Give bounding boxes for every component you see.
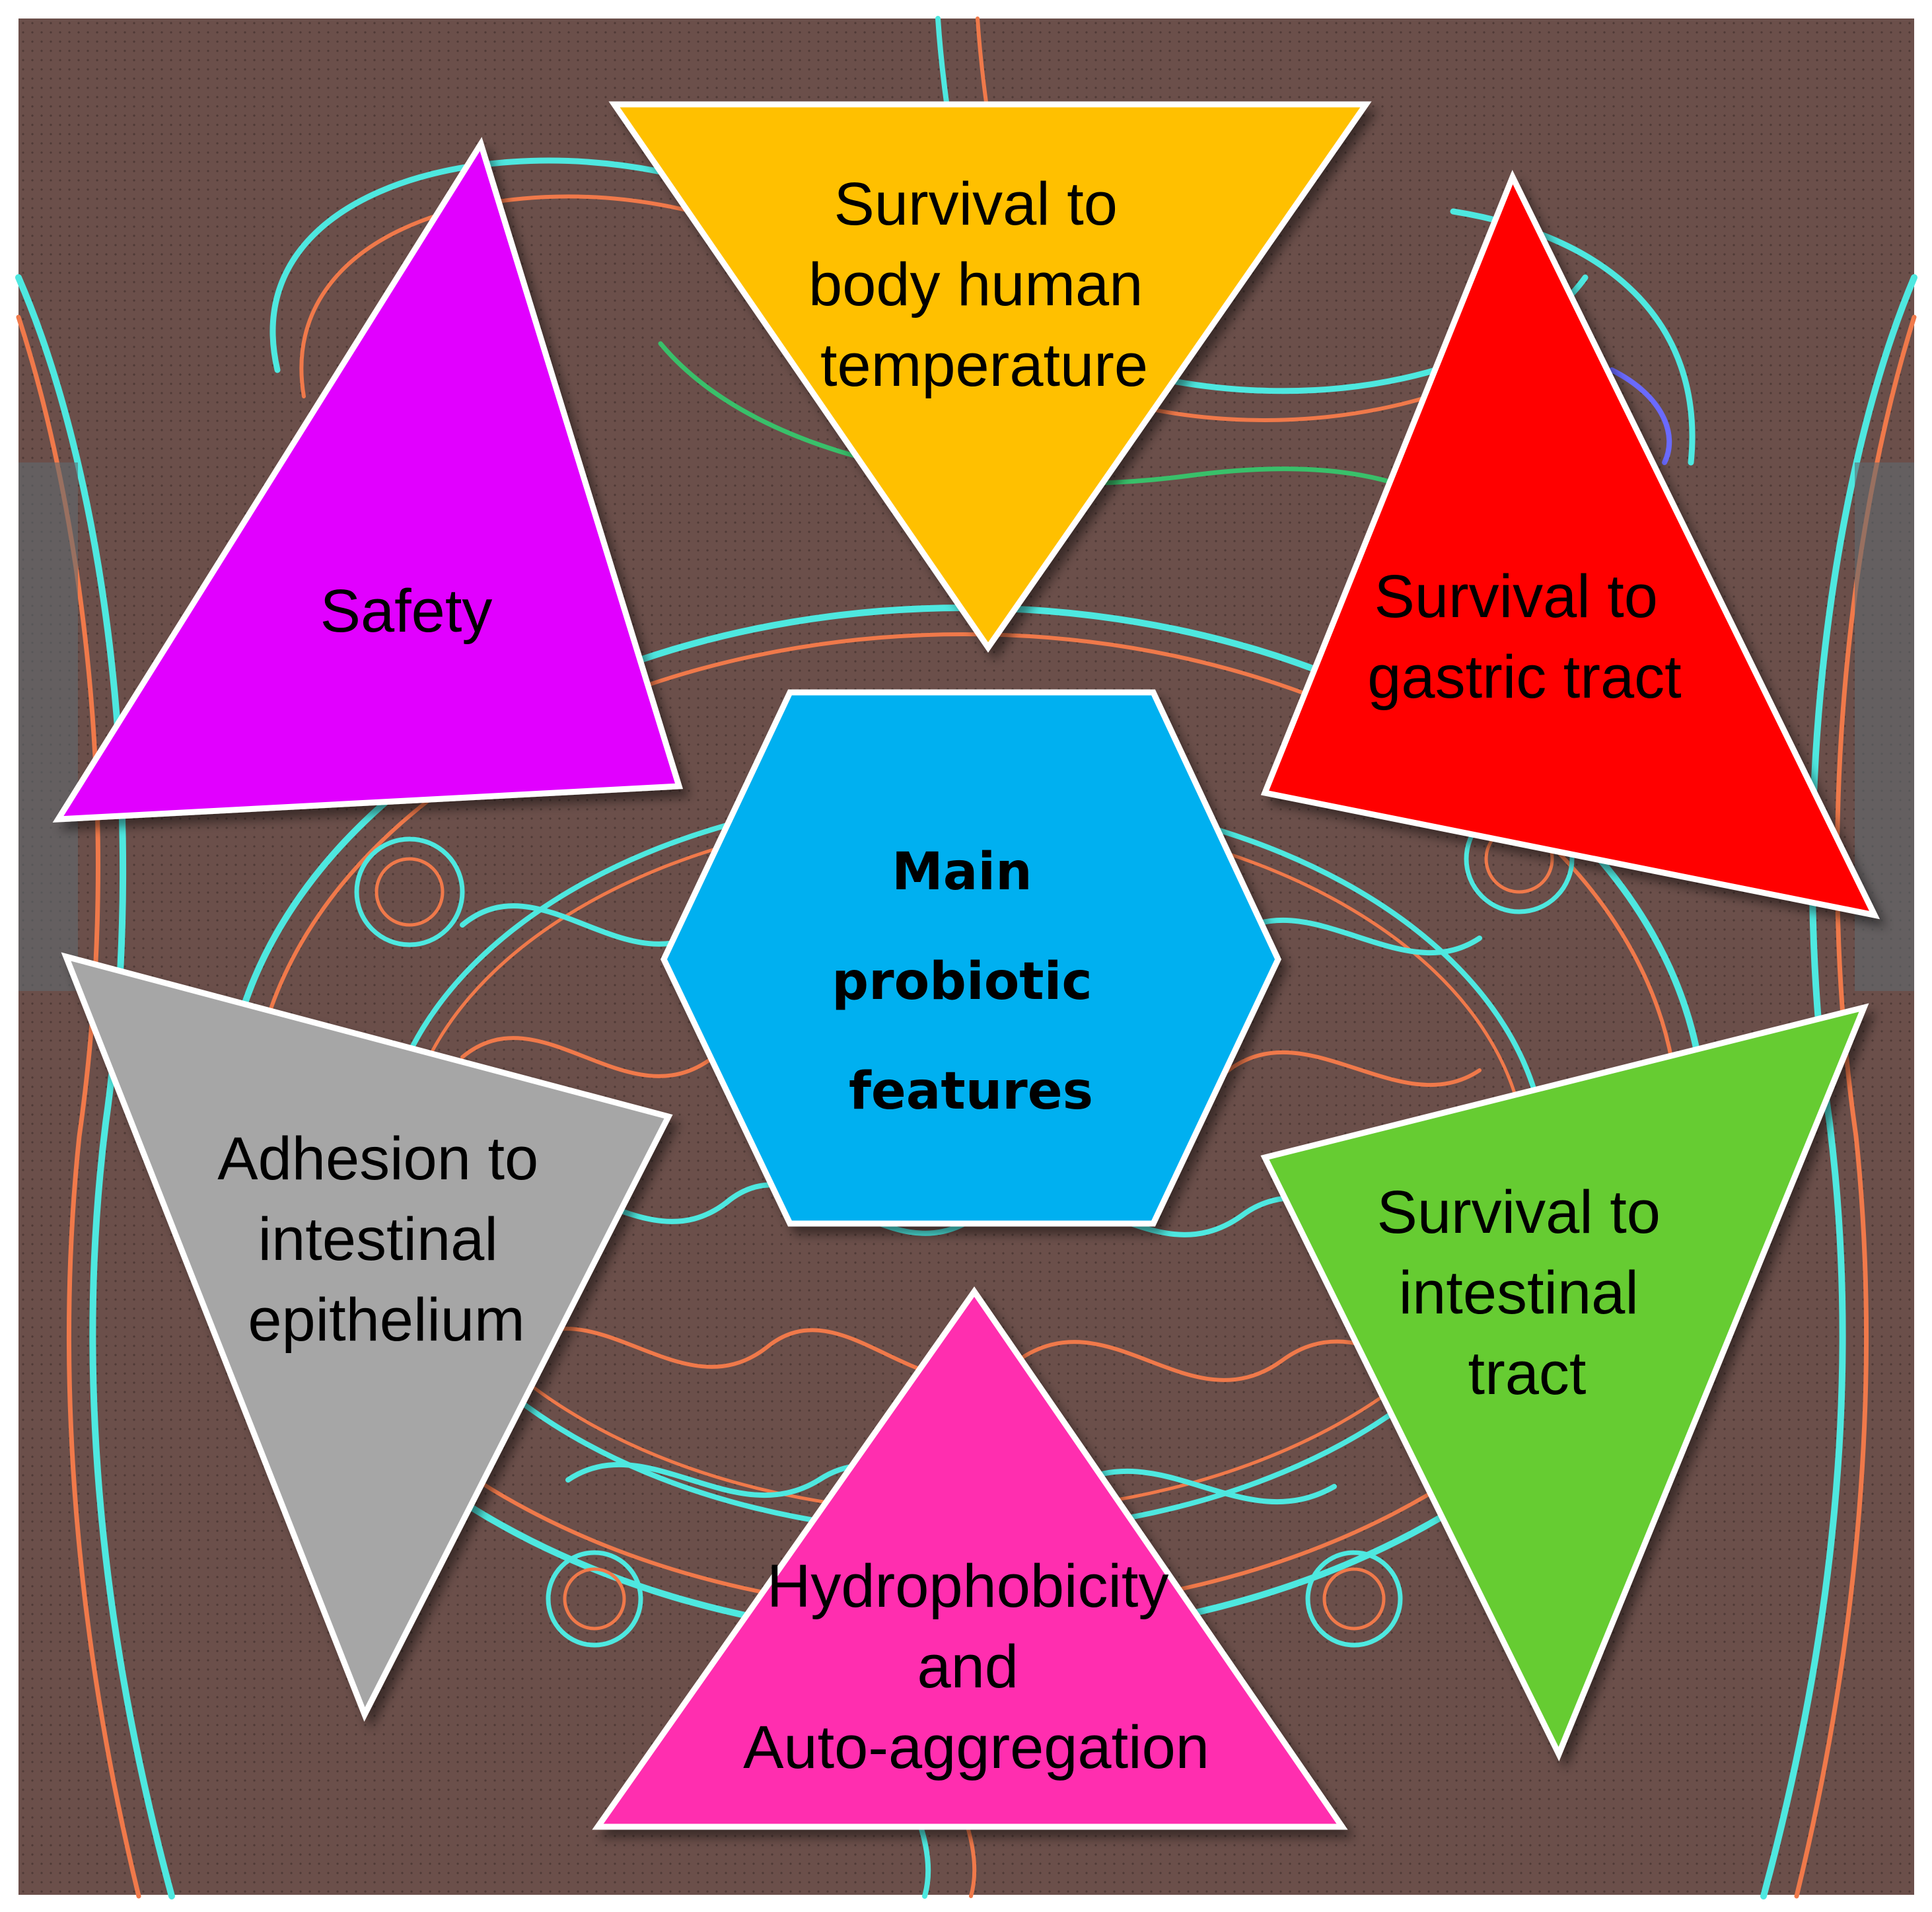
feature-gastric: Survival to gastric tract	[1260, 169, 1880, 920]
adhesion-label: Adhesion to intestinal epithelium	[217, 1125, 555, 1354]
feature-safety: Safety	[52, 137, 684, 823]
feature-adhesion: Adhesion to intestinal epithelium	[61, 952, 673, 1722]
safety-label: Safety	[320, 577, 493, 645]
body-contour-left	[15, 274, 175, 1899]
gastric-label: Survival to gastric tract	[1367, 563, 1681, 711]
center-hexagon	[661, 689, 1281, 1227]
center-label: Main probiotic features	[832, 842, 1110, 1121]
feature-temperature: Survival to body human temperature	[608, 101, 1372, 653]
intestinal-triangle	[1260, 1003, 1869, 1761]
temperature-label: Survival to body human temperature	[808, 170, 1160, 399]
hydrophobicity-triangle	[592, 1286, 1348, 1830]
safety-triangle	[52, 137, 684, 823]
feature-hydrophobicity: Hydrophobicity and Auto-aggregation	[592, 1286, 1348, 1830]
hydrophobicity-label: Hydrophobicity and Auto-aggregation	[743, 1553, 1209, 1781]
feature-intestinal: Survival to intestinal tract	[1260, 1003, 1869, 1761]
adhesion-triangle	[61, 952, 673, 1722]
gastric-triangle	[1260, 169, 1880, 920]
center-node: Main probiotic features	[661, 689, 1281, 1227]
intestinal-label: Survival to intestinal tract	[1377, 1179, 1677, 1407]
temperature-triangle	[608, 101, 1372, 653]
